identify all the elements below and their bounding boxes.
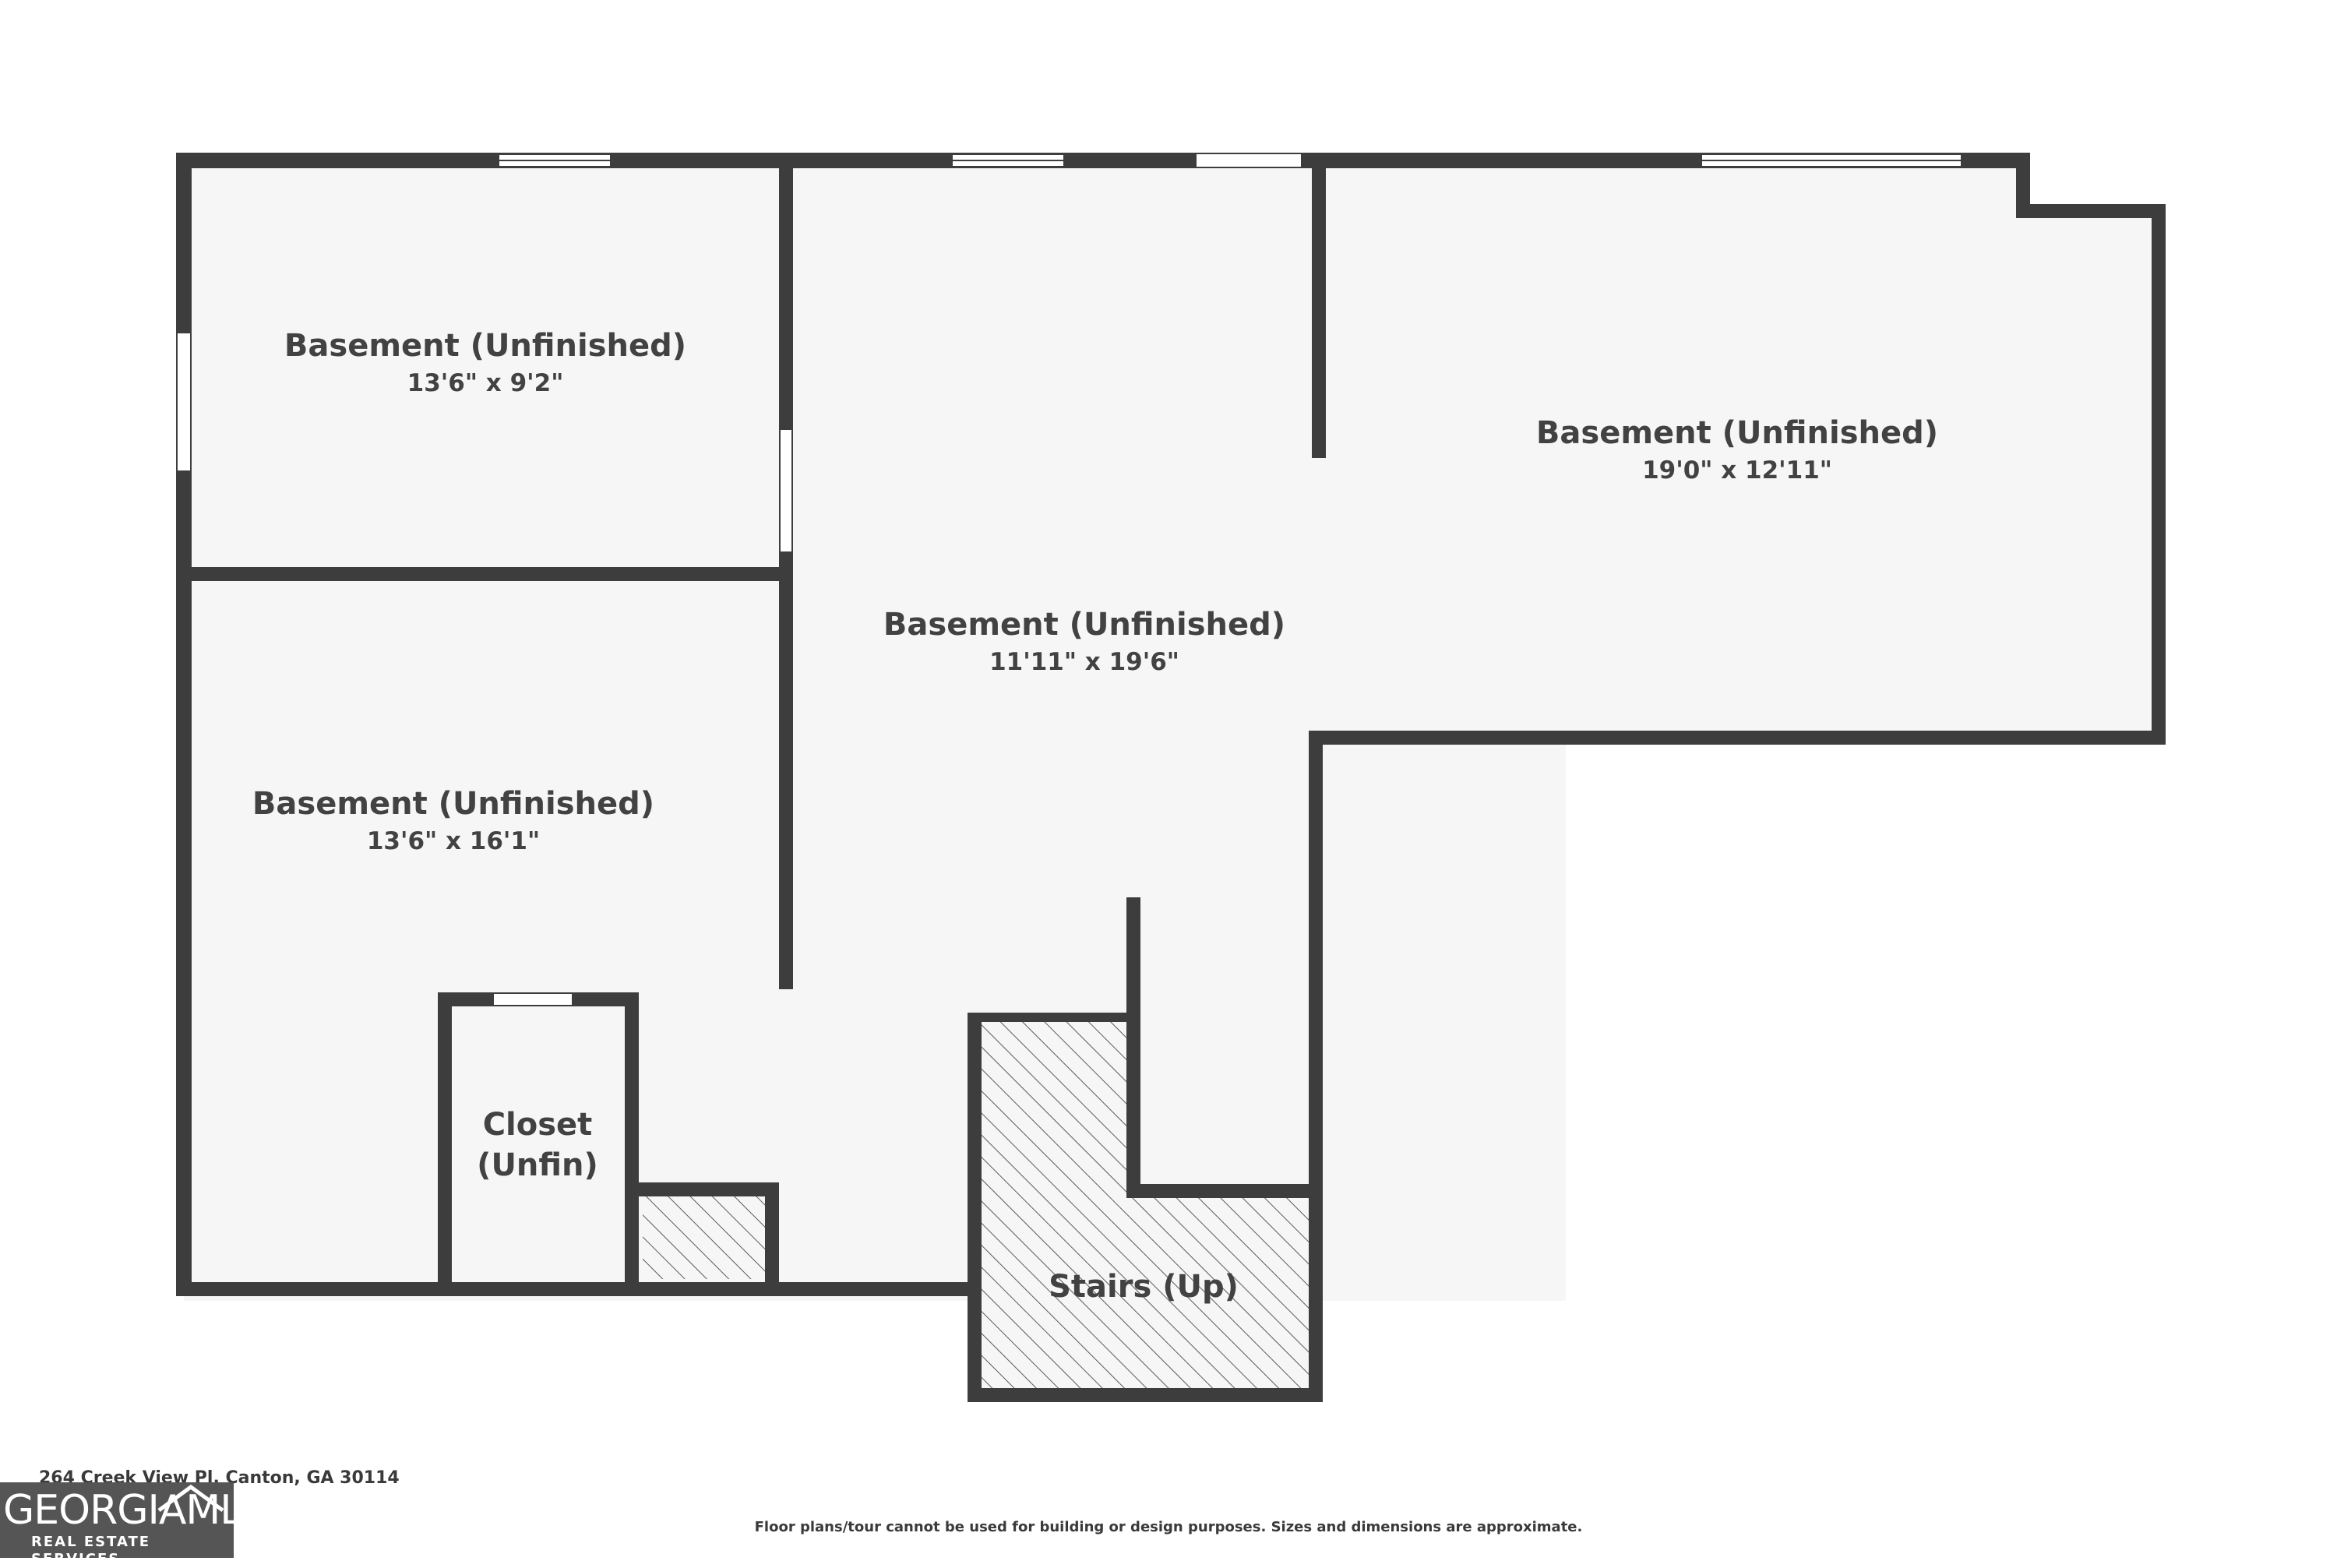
room-dimensions: 13'6" x 9'2"	[407, 369, 564, 397]
room-name-line2: (Unfin)	[477, 1147, 598, 1183]
walls	[176, 153, 2166, 1402]
windows	[178, 153, 1962, 1005]
room-dimensions: 19'0" x 12'11"	[1642, 456, 1832, 484]
room-label-basement-right: Basement (Unfinished) 19'0" x 12'11"	[1536, 413, 1938, 488]
storage-hatch	[643, 1193, 769, 1279]
room-label-basement-bottom-left: Basement (Unfinished) 13'6" x 16'1"	[252, 784, 654, 858]
logo-text: GEORGIAMLS	[3, 1487, 267, 1534]
stairs-hatch	[981, 1020, 1317, 1394]
room-name: Stairs (Up)	[1049, 1269, 1239, 1305]
georgia-mls-logo: GEORGIAMLS REAL ESTATE SERVICES	[0, 1482, 267, 1567]
room-dimensions: 13'6" x 16'1"	[366, 827, 541, 855]
room-name-line1: Closet	[482, 1107, 593, 1143]
room-label-closet: Closet (Unfin)	[477, 1105, 598, 1186]
room-label-basement-top-left: Basement (Unfinished) 13'6" x 9'2"	[284, 326, 686, 400]
room-dimensions: 11'11" x 19'6"	[989, 648, 1179, 676]
room-label-basement-center: Basement (Unfinished) 11'11" x 19'6"	[883, 604, 1285, 679]
room-name: Basement (Unfinished)	[252, 786, 655, 822]
room-name: Basement (Unfinished)	[284, 328, 687, 364]
disclaimer: Floor plans/tour cannot be used for buil…	[754, 1519, 1583, 1535]
logo-subtext: REAL ESTATE SERVICES	[31, 1534, 151, 1567]
house-roof-icon	[157, 1484, 224, 1513]
room-name: Basement (Unfinished)	[1535, 415, 1939, 451]
room-label-stairs: Stairs (Up)	[1049, 1267, 1239, 1307]
room-name: Basement (Unfinished)	[883, 607, 1286, 643]
